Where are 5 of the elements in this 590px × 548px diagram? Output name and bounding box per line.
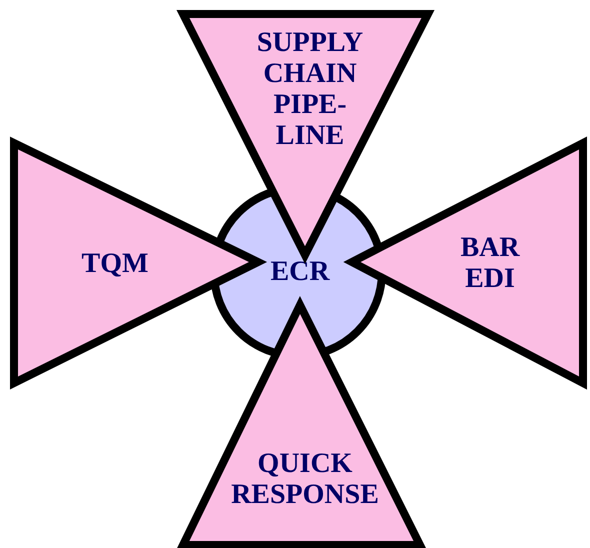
node-label: TQM: [80, 248, 150, 279]
node-label: QUICK RESPONSE: [230, 448, 380, 510]
node-label: BAR EDI: [459, 232, 521, 294]
node-label: SUPPLY CHAIN PIPE-LINE: [256, 27, 364, 151]
node-label: ECR: [269, 256, 331, 287]
